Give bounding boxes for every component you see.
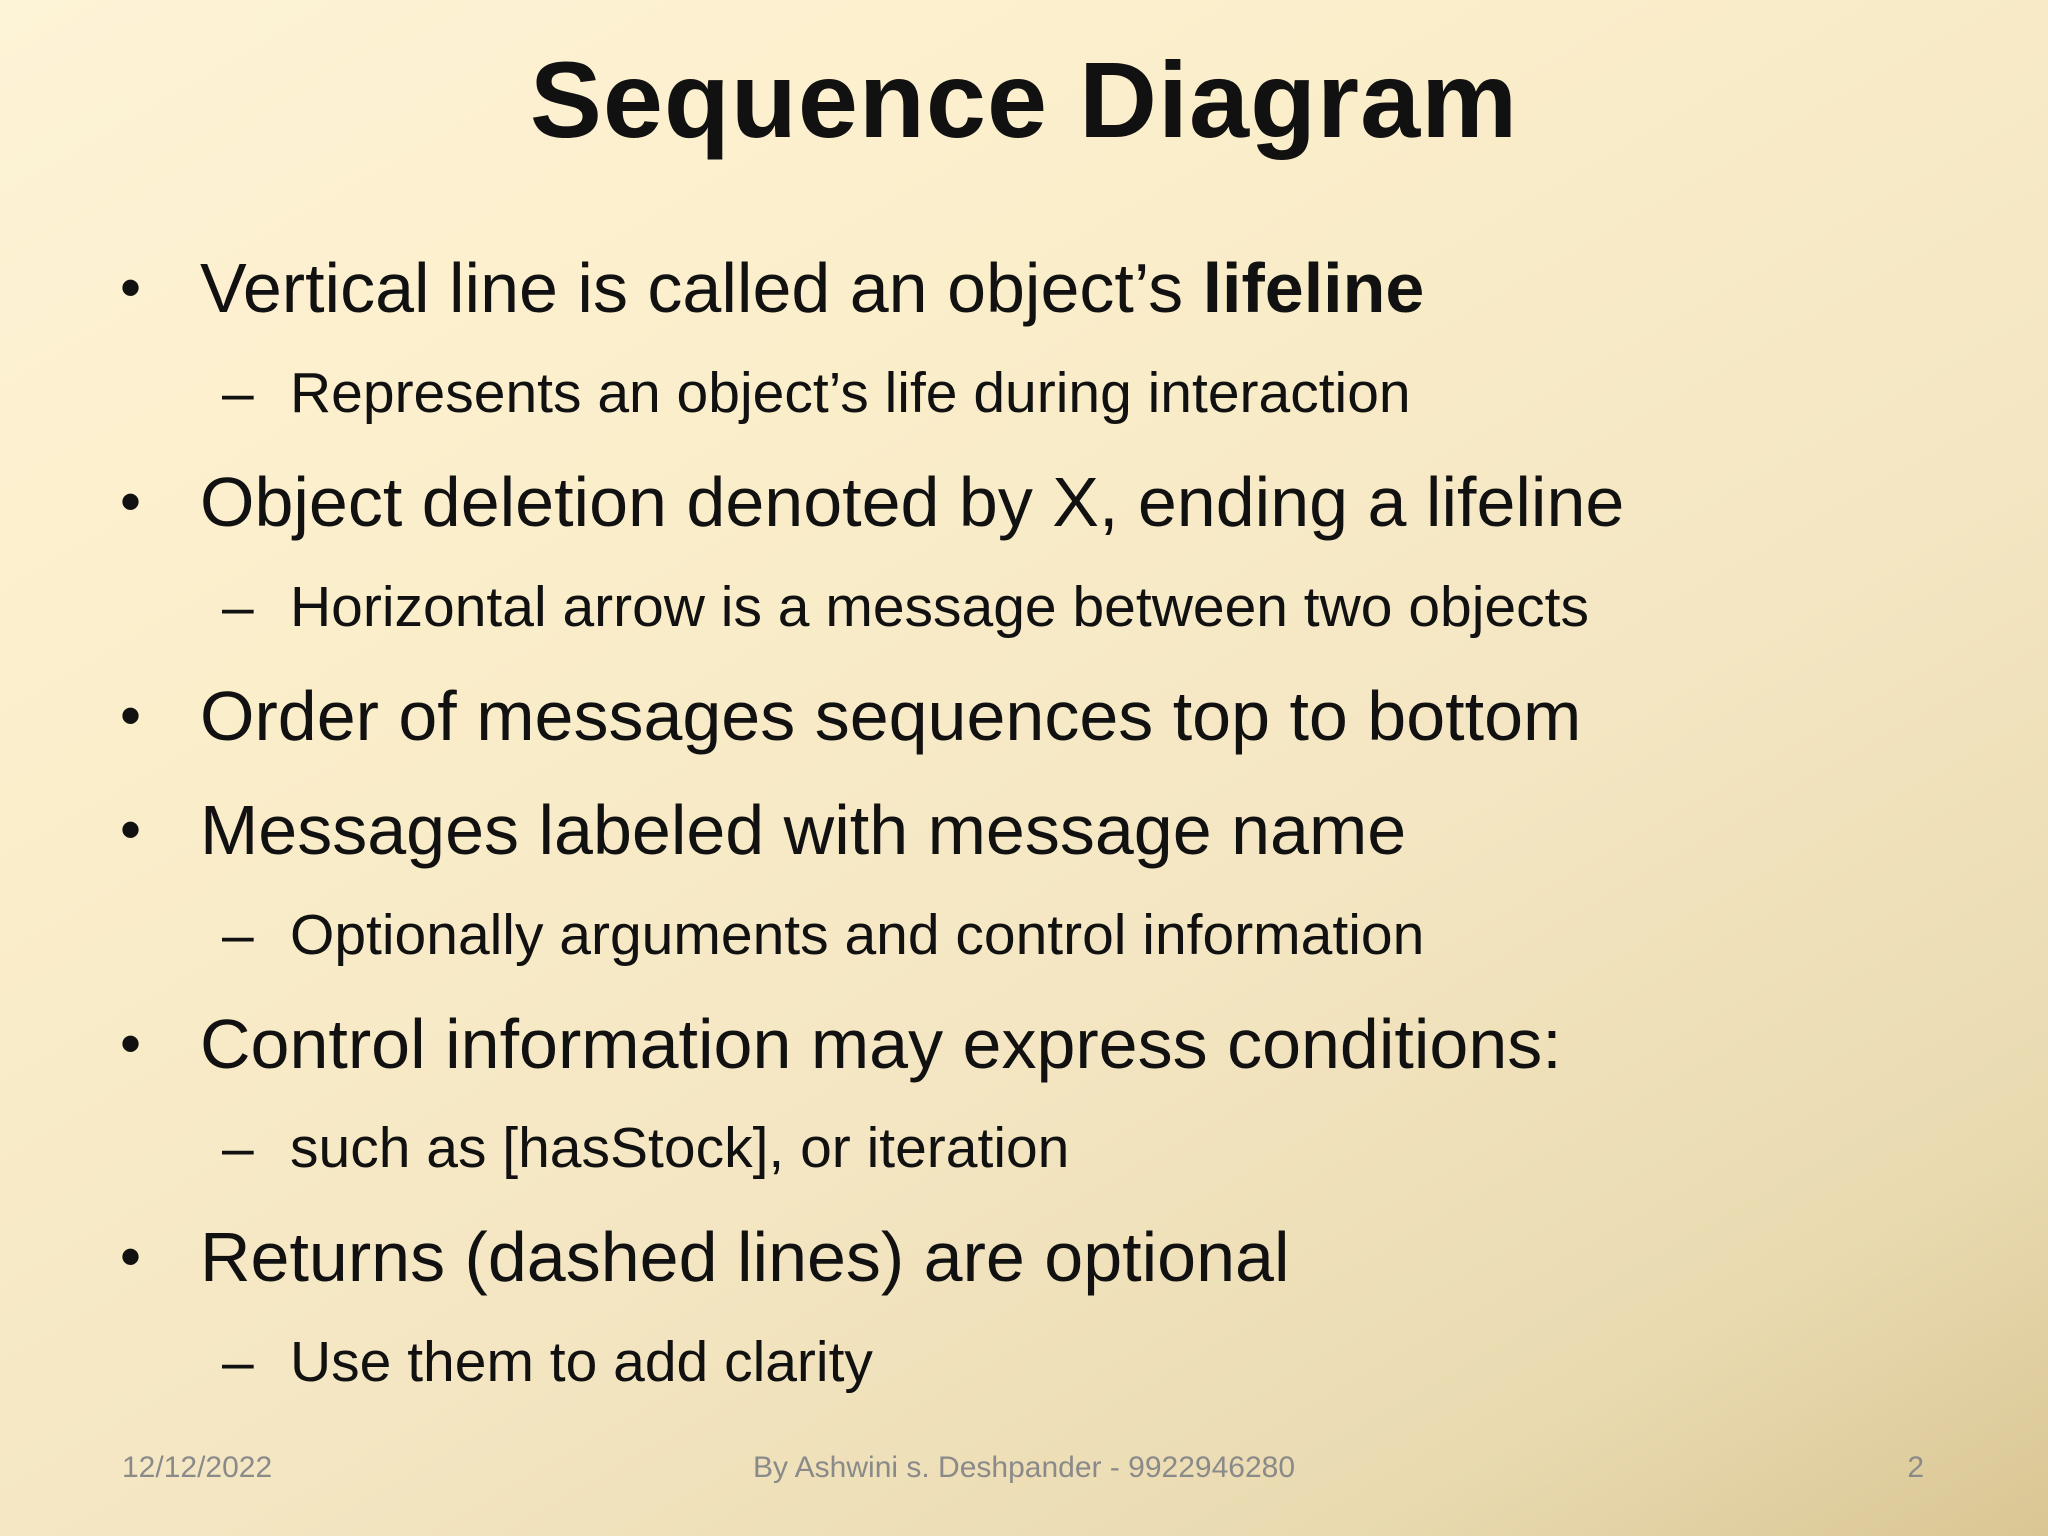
sub-bullet-item: – Optionally arguments and control infor…	[222, 900, 1425, 970]
dash-marker: –	[222, 361, 254, 425]
footer-page-number: 2	[1907, 1451, 1924, 1484]
bullet-item: • Vertical line is called an object’s li…	[120, 248, 1425, 328]
bullet-item: • Order of messages sequences top to bot…	[120, 676, 1582, 756]
bullet-marker: •	[120, 1223, 142, 1290]
bullet-text: Returns (dashed lines) are optional	[200, 1218, 1290, 1296]
sub-bullet-text: Optionally arguments and control informa…	[290, 903, 1425, 967]
bullet-item: • Object deletion denoted by X, ending a…	[120, 462, 1625, 542]
bullet-marker: •	[120, 1010, 142, 1077]
bullet-item: • Control information may express condit…	[120, 1004, 1562, 1084]
footer-date: 12/12/2022	[122, 1451, 273, 1484]
bullet-item: • Messages labeled with message name	[120, 790, 1407, 870]
bullet-bold-text: lifeline	[1202, 249, 1425, 327]
dash-marker: –	[222, 903, 254, 967]
sub-bullet-item: – Represents an object’s life during int…	[222, 358, 1411, 428]
sub-bullet-item: – such as [hasStock], or iteration	[222, 1113, 1070, 1183]
slide-title: Sequence Diagram	[529, 39, 1519, 160]
sub-bullet-text: Use them to add clarity	[290, 1330, 873, 1394]
bullet-marker: •	[120, 682, 142, 749]
bullet-text: Order of messages sequences top to botto…	[200, 677, 1582, 755]
sub-bullet-text: Horizontal arrow is a message between tw…	[290, 575, 1589, 639]
dash-marker: –	[222, 1330, 254, 1394]
bullet-text: Control information may express conditio…	[200, 1005, 1562, 1083]
bullet-marker: •	[120, 254, 142, 321]
bullet-text: Object deletion denoted by X, ending a l…	[200, 463, 1625, 541]
bullet-marker: •	[120, 468, 142, 535]
bullet-text: Messages labeled with message name	[200, 791, 1407, 869]
bullet-item: • Returns (dashed lines) are optional	[120, 1217, 1290, 1297]
dash-marker: –	[222, 575, 254, 639]
footer-author: By Ashwini s. Deshpander - 9922946280	[752, 1451, 1296, 1484]
sub-bullet-text: Represents an object’s life during inter…	[290, 361, 1411, 425]
bullet-text: Vertical line is called an object’s	[200, 249, 1203, 327]
bullet-marker: •	[120, 796, 142, 863]
sub-bullet-item: – Use them to add clarity	[222, 1327, 873, 1397]
sub-bullet-item: – Horizontal arrow is a message between …	[222, 572, 1589, 642]
sub-bullet-text: such as [hasStock], or iteration	[290, 1116, 1070, 1180]
dash-marker: –	[222, 1116, 254, 1180]
